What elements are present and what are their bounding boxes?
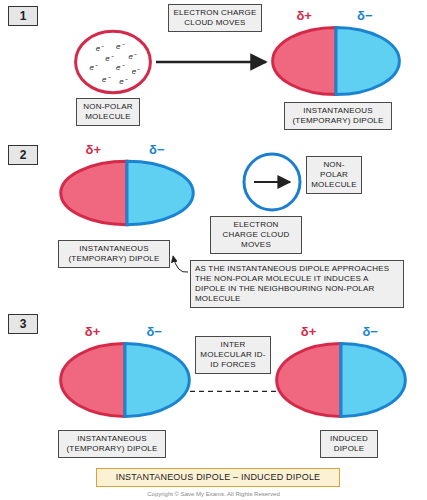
- molecule-outline: [274, 342, 408, 418]
- label-box: NON-POLAR MOLECULE: [76, 98, 140, 126]
- charge-symbol: δ+: [85, 324, 100, 339]
- step-number: 2: [8, 145, 38, 165]
- step-number: 3: [8, 314, 38, 334]
- electron-symbol: e⁻: [116, 63, 123, 72]
- charge-symbol: δ+: [86, 142, 101, 157]
- label-box: AS THE INSTANTANEOUS DIPOLE APPROACHES T…: [190, 260, 404, 308]
- dipole-molecule: δ+δ−: [274, 342, 408, 418]
- label-box: ELECTRON CHARGE CLOUD MOVES: [168, 4, 262, 32]
- molecule-outline: [58, 160, 196, 226]
- cloud-move-arrow: [254, 181, 290, 183]
- label-text: NON-POLAR MOLECULE: [81, 102, 135, 122]
- step-number: 3: [9, 315, 37, 333]
- electron-symbol: e⁻: [119, 77, 126, 86]
- label-box: INSTANTANEOUS (TEMPORARY) DIPOLE: [284, 102, 392, 130]
- label-text: INSTANTANEOUS (TEMPORARY) DIPOLE: [63, 434, 161, 454]
- dipole-molecule: δ+δ−: [58, 160, 196, 226]
- charge-symbol: δ+: [301, 324, 316, 339]
- force-line: [190, 391, 276, 392]
- label-text: NON-POLAR MOLECULE: [311, 160, 357, 190]
- charge-symbol: δ−: [362, 324, 377, 339]
- connector-arrow: [156, 61, 266, 64]
- label-text: INDUCED DIPOLE: [325, 434, 373, 454]
- dipole-molecule: δ+δ−: [58, 342, 192, 418]
- electron-symbol: e⁻: [105, 54, 112, 63]
- label-text: INSTANTANEOUS (TEMPORARY) DIPOLE: [63, 244, 165, 264]
- label-box: INSTANTANEOUS (TEMPORARY) DIPOLE: [58, 430, 166, 458]
- label-text: AS THE INSTANTANEOUS DIPOLE APPROACHES T…: [195, 264, 399, 304]
- step-number: 2: [9, 146, 37, 164]
- step-number: 1: [9, 7, 37, 25]
- electron-symbol: e⁻: [116, 42, 123, 51]
- charge-symbol: δ−: [146, 324, 161, 339]
- label-text: INSTANTANEOUS (TEMPORARY) DIPOLE: [289, 106, 387, 126]
- dipole-molecule: δ+δ−: [270, 26, 402, 96]
- label-text: INSTANTANEOUS DIPOLE – INDUCED DIPOLE: [101, 472, 335, 483]
- electron-symbol: e⁻: [129, 52, 136, 61]
- charge-symbol: δ−: [357, 8, 372, 23]
- label-box: NON-POLAR MOLECULE: [306, 156, 362, 194]
- electron-symbol: e⁻: [90, 63, 97, 72]
- charge-symbol: δ+: [296, 8, 311, 23]
- charge-symbol: δ−: [149, 142, 164, 157]
- step-number: 1: [8, 6, 38, 26]
- label-box: INSTANTANEOUS (TEMPORARY) DIPOLE: [58, 240, 170, 268]
- label-text: ELECTRON CHARGE CLOUD MOVES: [215, 220, 297, 250]
- molecule-outline: [270, 26, 402, 96]
- label-box: INDUCED DIPOLE: [320, 430, 378, 458]
- label-box: INSTANTANEOUS DIPOLE – INDUCED DIPOLE: [96, 468, 340, 487]
- electron-symbol: e⁻: [96, 44, 103, 53]
- label-text: ELECTRON CHARGE CLOUD MOVES: [173, 8, 257, 28]
- molecule-outline: [58, 342, 192, 418]
- non-polar-molecule: e⁻e⁻e⁻e⁻e⁻e⁻e⁻e⁻e⁻: [74, 30, 152, 94]
- label-box: INTER MOLECULAR ID-ID FORCES: [195, 336, 271, 374]
- label-text: INTER MOLECULAR ID-ID FORCES: [200, 340, 266, 370]
- watermark: Copyright © Save My Exams. All Rights Re…: [0, 491, 427, 498]
- connector-arrow: [173, 256, 188, 272]
- label-box: ELECTRON CHARGE CLOUD MOVES: [210, 216, 302, 254]
- non-polar-circle: [244, 154, 300, 210]
- molecule-outline: [74, 30, 152, 94]
- electron-symbol: e⁻: [102, 75, 109, 84]
- electron-symbol: e⁻: [132, 67, 139, 76]
